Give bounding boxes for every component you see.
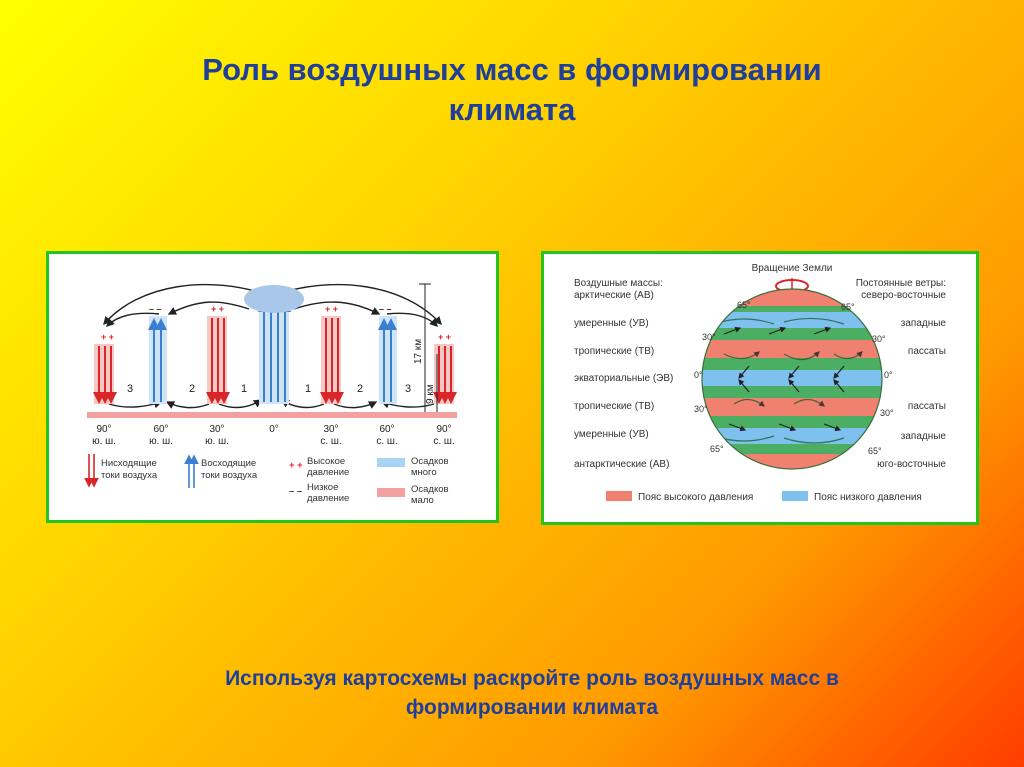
- svg-text:– –: – –: [149, 304, 162, 314]
- cell-number: 3: [127, 383, 133, 395]
- wind-item: пассаты: [908, 401, 946, 412]
- rotation-label: Вращение Земли: [752, 263, 833, 274]
- slide-title-line1: Роль воздушных масс в формировании: [202, 52, 822, 87]
- cell-number: 2: [357, 383, 363, 395]
- latitude-deg: 60°: [379, 424, 394, 435]
- task-caption-line2: формировании климата: [405, 696, 659, 719]
- latitude-hem: ю. ш.: [205, 436, 229, 447]
- globe-diagram-panel: Вращение Земли: [541, 251, 979, 525]
- low-pressure-marks: – –– –: [149, 304, 392, 314]
- globe-diagram: Вращение Земли: [574, 263, 947, 503]
- latitude-hem: с. ш.: [433, 436, 454, 447]
- air-mass-item: умеренные (УВ): [574, 318, 649, 329]
- lat-left: 30°: [694, 404, 708, 414]
- legend-low-belt: Пояс низкого давления: [814, 492, 922, 503]
- svg-text:+ +: + +: [325, 304, 338, 314]
- cell-numbers: 3 2 1 1 2 3: [127, 383, 411, 395]
- latitude-hem: с. ш.: [376, 436, 397, 447]
- latitude-hem: с. ш.: [320, 436, 341, 447]
- latitude-deg: 30°: [323, 424, 338, 435]
- latitude-deg: 30°: [209, 424, 224, 435]
- latitude-deg: 90°: [436, 424, 451, 435]
- globe-latitudes-left: 65° 30° 0° 30° 65°: [694, 300, 751, 454]
- lat-left: 65°: [710, 444, 724, 454]
- lat-left: 0°: [694, 370, 703, 380]
- latitude-labels: 90° ю. ш. 60° ю. ш. 30° ю. ш. 0° 30° с. …: [92, 424, 455, 447]
- lat-right: 0°: [884, 370, 893, 380]
- lat-right: 65°: [868, 446, 882, 456]
- latitude-deg: 60°: [153, 424, 168, 435]
- slide-title-line2: климата: [448, 92, 576, 127]
- wind-item: западные: [901, 318, 947, 329]
- legend-precip-high-1: Осадков: [411, 456, 449, 467]
- svg-text:+ +: + +: [438, 332, 451, 342]
- air-mass-item: тропические (ТВ): [574, 401, 654, 412]
- high-pressure-marks: + + + + + + + +: [101, 304, 451, 342]
- air-mass-item: арктические (АВ): [574, 290, 654, 301]
- slide-title: Роль воздушных масс в формировании клима…: [0, 50, 1024, 130]
- globe: [702, 289, 882, 469]
- legend-descending-2: токи воздуха: [101, 470, 158, 481]
- legend-low-pressure-1: Низкое: [307, 482, 338, 493]
- svg-text:+ +: + +: [101, 332, 114, 342]
- lat-right: 30°: [872, 334, 886, 344]
- legend-precip-low-2: мало: [411, 495, 434, 506]
- lat-left: 65°: [737, 300, 751, 310]
- circulation-legend: Нисходящие токи воздуха Восходящие токи …: [84, 454, 449, 506]
- descending-currents: [93, 316, 457, 404]
- winds-list: Постоянные ветры: северо-восточные запад…: [856, 278, 947, 470]
- air-masses-list: Воздушные массы: арктические (АВ) умерен…: [574, 278, 673, 470]
- cell-number: 1: [305, 383, 311, 395]
- height-scale: 17 км 9 км: [413, 283, 438, 412]
- svg-text:– –: – –: [289, 486, 302, 497]
- circulation-diagram-panel: + + + + + + + + – – – – 17 км 9 км 3 2 1 1 …: [46, 251, 499, 523]
- lat-right: 65°: [841, 302, 855, 312]
- legend-low-pressure-2: давление: [307, 493, 349, 504]
- ascending-currents: [148, 285, 397, 404]
- air-mass-item: умеренные (УВ): [574, 429, 649, 440]
- legend-high-belt: Пояс высокого давления: [638, 492, 753, 503]
- latitude-deg: 0°: [269, 424, 279, 435]
- latitude-deg: 90°: [96, 424, 111, 435]
- task-caption: Используя картосхемы раскройте роль возд…: [0, 664, 1024, 722]
- ground-band: [87, 412, 457, 418]
- air-mass-item: антарктические (АВ): [574, 459, 669, 470]
- task-caption-line1: Используя картосхемы раскройте роль возд…: [225, 667, 839, 690]
- legend-high-pressure-2: давление: [307, 467, 349, 478]
- cell-number: 2: [189, 383, 195, 395]
- latitude-hem: ю. ш.: [92, 436, 116, 447]
- air-mass-item: экваториальные (ЭВ): [574, 373, 673, 384]
- height-9km-label: 9 км: [425, 384, 436, 404]
- air-mass-item: тропические (ТВ): [574, 346, 654, 357]
- air-masses-header: Воздушные массы:: [574, 278, 663, 289]
- legend-ascending-2: токи воздуха: [201, 470, 258, 481]
- latitude-hem: ю. ш.: [149, 436, 173, 447]
- svg-text:– –: – –: [379, 304, 392, 314]
- wind-item: западные: [901, 431, 947, 442]
- legend-high-pressure-1: Высокое: [307, 456, 345, 467]
- cloud-icon: [244, 285, 304, 313]
- legend-precip-high-2: много: [411, 467, 437, 478]
- globe-legend: Пояс высокого давления Пояс низкого давл…: [606, 491, 922, 503]
- wind-item: пассаты: [908, 346, 946, 357]
- cell-number: 1: [241, 383, 247, 395]
- winds-header: Постоянные ветры:: [856, 278, 946, 289]
- legend-descending-1: Нисходящие: [101, 458, 157, 469]
- height-17km-label: 17 км: [413, 339, 424, 364]
- globe-latitudes-right: 65° 30° 0° 30° 65°: [841, 302, 894, 456]
- svg-text:+ +: + +: [211, 304, 224, 314]
- cell-number: 3: [405, 383, 411, 395]
- lat-right: 30°: [880, 408, 894, 418]
- circulation-diagram: + + + + + + + + – – – – 17 км 9 км 3 2 1 1 …: [84, 283, 457, 506]
- wind-item: юго-восточные: [877, 459, 946, 470]
- legend-ascending-1: Восходящие: [201, 458, 256, 469]
- legend-precip-low-1: Осадков: [411, 484, 449, 495]
- winds-header-sub: северо-восточные: [861, 290, 946, 301]
- svg-text:+ +: + +: [289, 460, 303, 471]
- lat-left: 30°: [702, 332, 716, 342]
